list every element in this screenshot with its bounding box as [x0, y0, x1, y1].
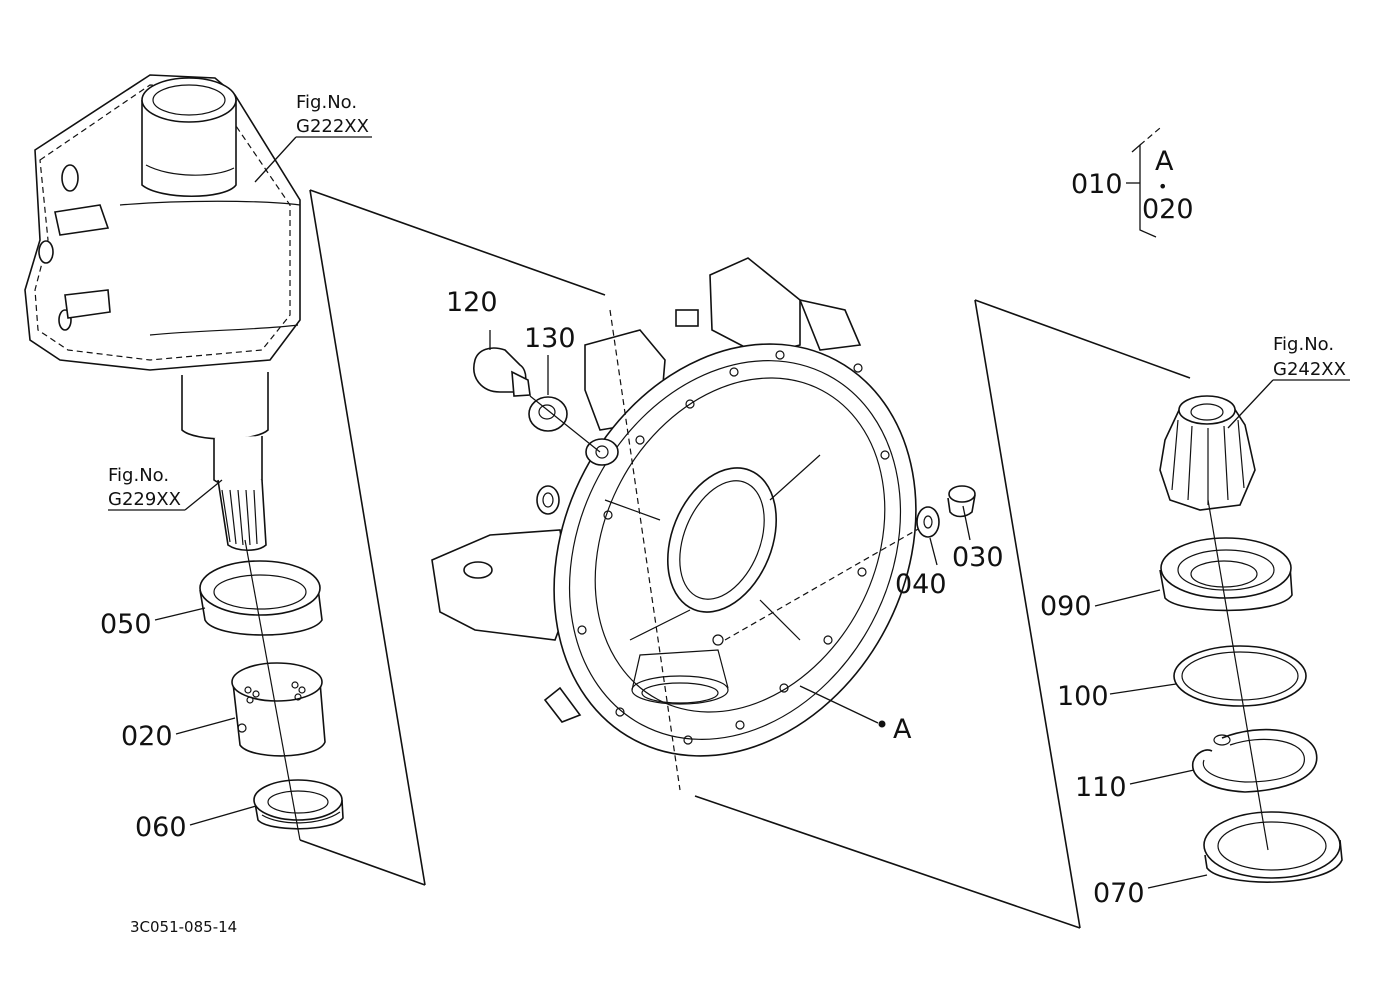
part-label-130: 130 — [524, 323, 576, 354]
set-bracket — [1126, 127, 1161, 238]
fig-ref-g229-line1: Fig.No. — [108, 465, 169, 486]
bushing-020 — [231, 662, 326, 757]
washer-040 — [916, 506, 940, 538]
oil-seal-070 — [1203, 811, 1343, 883]
axis-right — [1207, 499, 1269, 851]
legend-set-number: 010 — [1071, 169, 1123, 200]
part-label-100: 100 — [1057, 681, 1109, 712]
plug-120 — [473, 347, 531, 397]
callout-a-dot — [878, 720, 886, 728]
pinion-gear — [1159, 395, 1256, 511]
axis-left — [244, 539, 301, 841]
main-gear-housing — [431, 257, 917, 757]
washer-130 — [528, 396, 568, 432]
centerline-main — [609, 309, 681, 791]
ball-bearing-090 — [1159, 537, 1293, 612]
thrust-bearing-060 — [253, 779, 344, 830]
part-label-070: 070 — [1093, 878, 1145, 909]
part-label-120: 120 — [446, 287, 498, 318]
fig-ref-g222-line2: G222XX — [296, 116, 369, 137]
leader-lines — [108, 136, 1350, 889]
part-label-040: 040 — [895, 569, 947, 600]
part-label-060: 060 — [135, 812, 187, 843]
shim-ring-100 — [1173, 645, 1307, 707]
fig-ref-g242-line2: G242XX — [1273, 359, 1346, 380]
fig-ref-g242-line1: Fig.No. — [1273, 334, 1334, 355]
oil-seal-050 — [199, 560, 323, 636]
snap-ring-110 — [1192, 728, 1318, 793]
part-label-090: 090 — [1040, 591, 1092, 622]
centerline-plug — [724, 527, 921, 641]
part-label-110: 110 — [1075, 772, 1127, 803]
part-label-030: 030 — [952, 542, 1004, 573]
explode-frame-left — [299, 189, 606, 886]
part-label-050: 050 — [100, 609, 152, 640]
upper-housing-assembly — [24, 74, 301, 552]
plug-030 — [947, 485, 976, 518]
axis-plug — [529, 395, 601, 453]
fig-ref-g222-line1: Fig.No. — [296, 92, 357, 113]
drawing-code: 3C051-085-14 — [130, 918, 237, 936]
fig-ref-g229-line2: G229XX — [108, 489, 181, 510]
callout-a-label: A — [893, 714, 912, 745]
legend-dot: • — [1158, 177, 1167, 196]
explode-frame-right — [694, 299, 1191, 929]
legend-item: 020 — [1142, 194, 1194, 225]
legend-letter: A — [1155, 146, 1174, 177]
part-label-020: 020 — [121, 721, 173, 752]
